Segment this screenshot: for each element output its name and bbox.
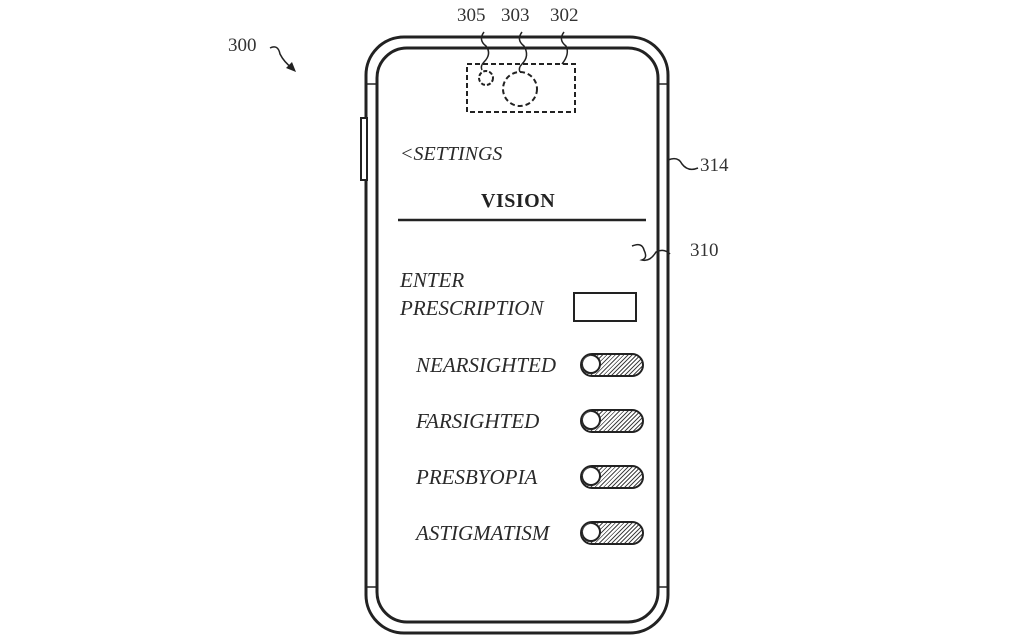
toggle-label-astigmatism: ASTIGMATISM <box>416 521 550 545</box>
prescription-label-line1: ENTER <box>400 268 465 292</box>
ref-label-device: 300 <box>228 35 257 56</box>
prescription-input[interactable] <box>573 292 637 322</box>
toggle-label-farsighted: FARSIGHTED <box>416 409 540 433</box>
notch-region <box>466 63 576 113</box>
sensor-icon <box>478 70 494 86</box>
camera-icon <box>502 71 538 107</box>
ref-label-notch: 302 <box>550 5 579 26</box>
back-settings-link[interactable]: <SETTINGS <box>400 143 503 165</box>
phone-housing-outline <box>364 35 670 635</box>
ref-label-camera: 303 <box>501 5 530 26</box>
ref-label-display: 310 <box>690 240 719 261</box>
nearsighted-toggle[interactable] <box>580 353 644 377</box>
toggle-label-presbyopia: PRESBYOPIA <box>416 465 538 489</box>
toggle-knob <box>582 355 601 374</box>
side-button <box>360 117 368 181</box>
astigmatism-toggle[interactable] <box>580 521 644 545</box>
prescription-label-line2: PRESCRIPTION <box>400 296 544 320</box>
ref-label-housing: 314 <box>700 155 729 176</box>
arrow-icon <box>269 46 293 69</box>
presbyopia-toggle[interactable] <box>580 465 644 489</box>
page-title: VISION <box>481 190 556 212</box>
toggle-knob <box>582 411 601 430</box>
phone-display-outline <box>375 46 660 624</box>
toggle-knob <box>582 467 601 486</box>
toggle-label-nearsighted: NEARSIGHTED <box>416 353 556 377</box>
ref-label-sensor: 305 <box>457 5 486 26</box>
farsighted-toggle[interactable] <box>580 409 644 433</box>
toggle-knob <box>582 523 601 542</box>
